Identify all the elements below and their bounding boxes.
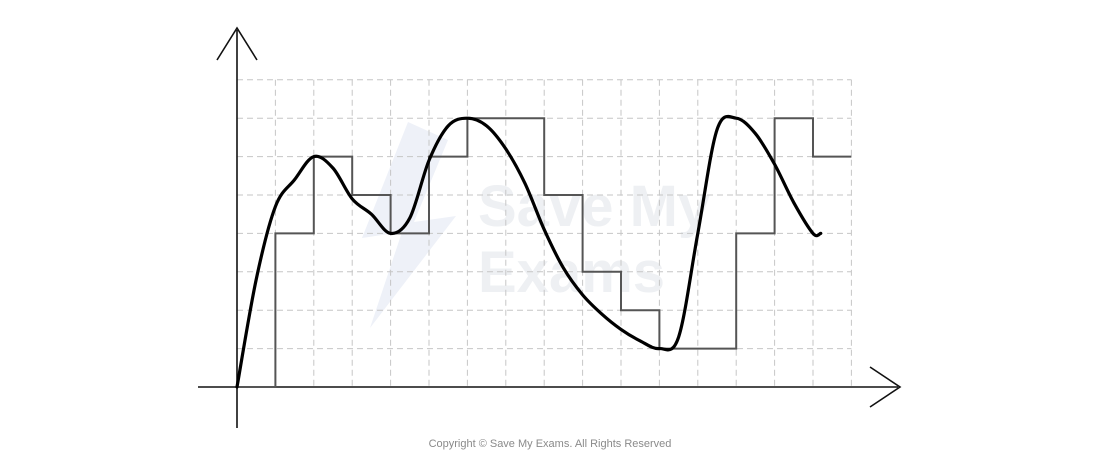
x-axis-arrowhead: [869, 366, 902, 408]
watermark: Save My Exams: [362, 122, 710, 328]
axes: [198, 26, 902, 428]
watermark-text-line2: Exams: [478, 240, 665, 305]
copyright-text: Copyright © Save My Exams. All Rights Re…: [429, 438, 672, 450]
analogue-signal-curve: [235, 114, 823, 389]
watermark-text-line1: Save My: [478, 174, 710, 239]
digital-staircase-signal: [237, 117, 852, 388]
watermark-bolt-icon: [362, 122, 456, 328]
y-axis-arrowhead: [216, 26, 258, 61]
